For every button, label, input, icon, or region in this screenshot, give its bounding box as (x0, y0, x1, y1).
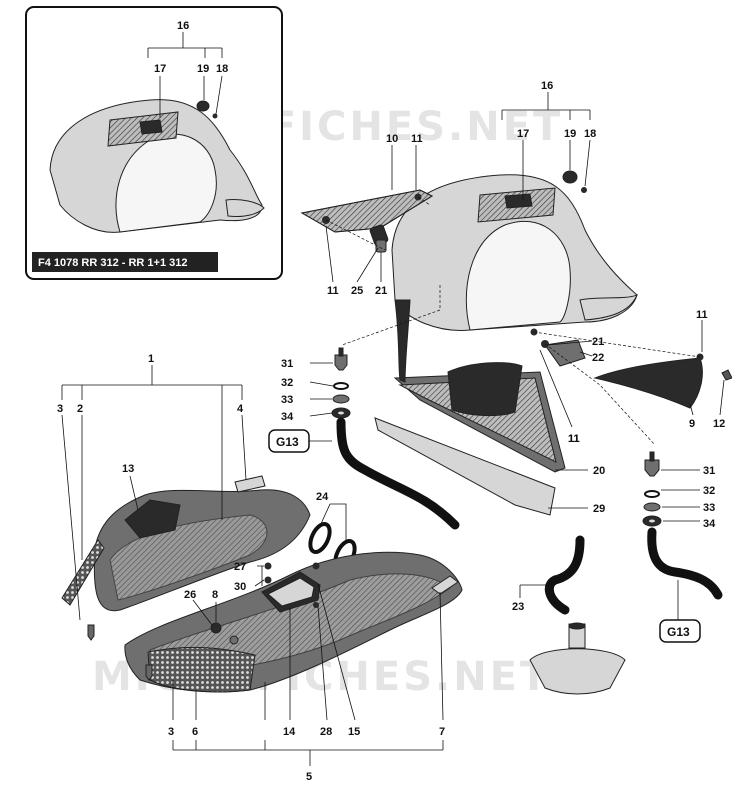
callout-8: 8 (212, 589, 218, 601)
callout-11-a: 11 (411, 133, 423, 145)
callout-11-e: 11 (568, 433, 580, 445)
callout-10: 10 (386, 133, 398, 145)
callout-2: 2 (77, 403, 83, 415)
callout-33-right: 33 (703, 502, 715, 514)
callout-34-right: 34 (703, 518, 716, 530)
model-label-bar (32, 252, 218, 272)
callout-17-inset: 17 (154, 63, 166, 75)
callout-31-left: 31 (281, 358, 293, 370)
airbox-cover-assembly (300, 170, 732, 516)
callout-21-a: 21 (375, 285, 387, 297)
svg-text:G13: G13 (667, 625, 690, 639)
svg-text:G13: G13 (276, 435, 299, 449)
g13-tag-left: G13 (268, 429, 332, 453)
callout-31-right: 31 (703, 465, 715, 477)
callout-11-c: 11 (696, 309, 708, 321)
callout-3-lower: 3 (168, 726, 174, 738)
callout-14: 14 (283, 726, 296, 738)
callout-9: 9 (689, 418, 695, 430)
undertray-assembly (61, 475, 463, 693)
hose-left (336, 417, 460, 530)
callout-23: 23 (512, 601, 524, 613)
callout-16: 16 (541, 80, 553, 92)
callout-17: 17 (517, 128, 529, 140)
callout-18: 18 (584, 128, 596, 140)
callout-20: 20 (593, 465, 605, 477)
callout-21-b: 21 (592, 336, 604, 348)
callout-13: 13 (122, 463, 134, 475)
hose-23 (544, 535, 585, 615)
callout-19-inset: 19 (197, 63, 209, 75)
callout-32-left: 32 (281, 377, 293, 389)
callout-24: 24 (316, 491, 329, 503)
callout-30: 30 (234, 581, 246, 593)
callout-32-right: 32 (703, 485, 715, 497)
callout-33-left: 33 (281, 394, 293, 406)
callout-12: 12 (713, 418, 725, 430)
callout-11-b: 11 (327, 285, 339, 297)
hose-right (647, 527, 723, 600)
callout-25: 25 (351, 285, 363, 297)
callout-4: 4 (237, 403, 244, 415)
breather-funnel (529, 622, 626, 695)
callout-11-d: 11 (568, 433, 580, 445)
callout-22: 22 (592, 352, 604, 364)
callout-5: 5 (306, 771, 312, 783)
g13-tag-right: G13 (659, 619, 701, 643)
callout-18-inset: 18 (216, 63, 228, 75)
callout-29: 29 (593, 503, 605, 515)
callout-1: 1 (148, 353, 154, 365)
fitting-stack-left (309, 347, 351, 419)
callout-26: 26 (184, 589, 196, 601)
model-label: F4 1078 RR 312 - RR 1+1 312 (38, 257, 188, 269)
inset-panel: F4 1078 RR 312 - RR 1+1 312 (25, 6, 283, 280)
callout-3-upper: 3 (57, 403, 63, 415)
callout-15: 15 (348, 726, 360, 738)
callout-34-left: 34 (281, 411, 294, 423)
callout-6: 6 (192, 726, 198, 738)
callout-7: 7 (439, 726, 445, 738)
callout-19: 19 (564, 128, 576, 140)
callout-16-inset: 16 (177, 20, 189, 32)
fitting-stack-right (642, 451, 700, 527)
callout-27: 27 (234, 561, 246, 573)
callout-28: 28 (320, 726, 332, 738)
